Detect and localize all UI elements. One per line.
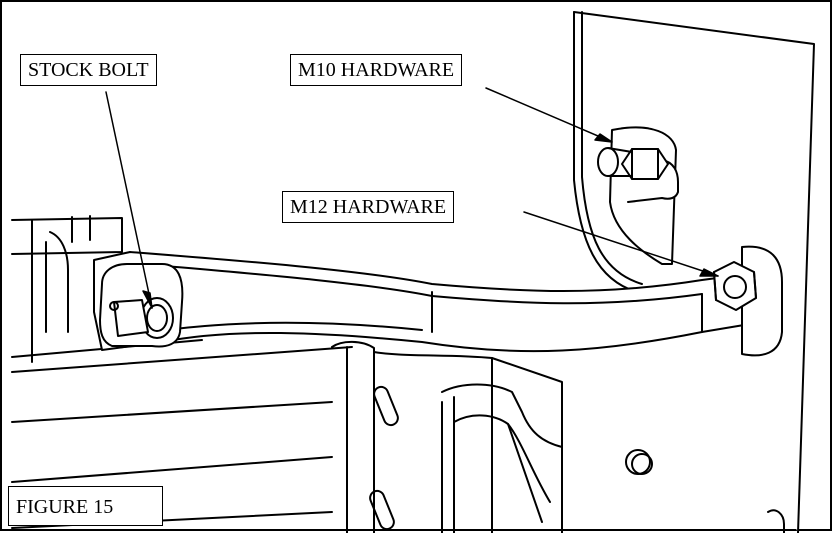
center-channel-bracket [331,340,563,533]
figure-caption: FIGURE 15 [8,486,163,526]
slot-holes [369,385,785,533]
m12-hardware-label: M12 HARDWARE [282,191,455,223]
support-arm [93,251,763,353]
leader-lines [105,87,719,309]
m10-bolt-icon [597,147,669,180]
stock-bolt-label: STOCK BOLT [20,54,157,86]
stock-bolt-icon [99,263,184,348]
m10-hardware-label: M10 HARDWARE [290,54,463,86]
